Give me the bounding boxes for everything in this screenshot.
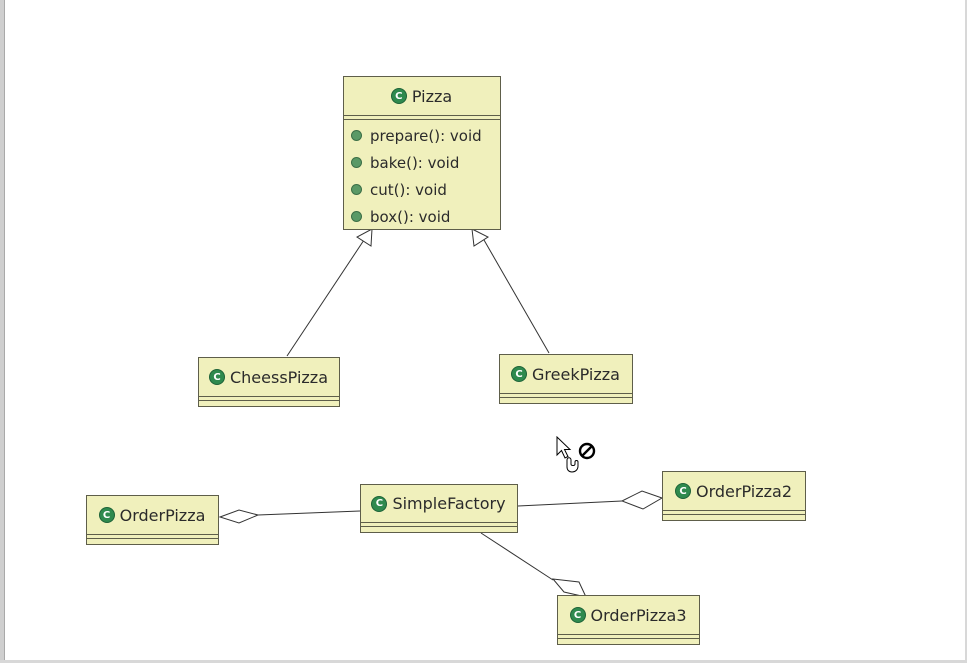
class-greekpizza-name: GreekPizza: [532, 364, 620, 384]
method-row[interactable]: bake(): void: [352, 149, 500, 176]
class-simplefactory[interactable]: C SimpleFactory: [360, 484, 518, 533]
class-orderpizza3[interactable]: C OrderPizza3: [557, 595, 700, 645]
class-simplefactory-name: SimpleFactory: [392, 494, 506, 513]
class-c-icon: C: [99, 508, 114, 522]
public-method-dot-icon: [352, 185, 361, 194]
class-orderpizza2-name: OrderPizza2: [696, 481, 792, 501]
class-greekpizza-separator: [500, 397, 632, 398]
aggregation-orderpizza2-diamond: [620, 490, 664, 510]
class-c-icon: C: [512, 367, 527, 381]
aggregation-orderpizza-line[interactable]: [257, 510, 361, 516]
class-cheesspizza[interactable]: C CheessPizza: [198, 357, 340, 407]
mouse-cursor: [555, 435, 601, 484]
method-signature: prepare(): void: [370, 126, 482, 145]
canvas-bottom-border: [0, 660, 967, 663]
class-orderpizza-name: OrderPizza: [119, 505, 206, 525]
class-simplefactory-separator: [361, 526, 517, 527]
class-c-icon: C: [391, 89, 406, 103]
method-row[interactable]: box(): void: [352, 203, 500, 230]
class-pizza-separator: [344, 115, 500, 116]
grab-hand-icon: [566, 457, 579, 473]
aggregation-orderpizza2-line[interactable]: [517, 500, 623, 507]
method-signature: box(): void: [370, 207, 451, 226]
method-row[interactable]: cut(): void: [352, 176, 500, 203]
class-c-icon: C: [209, 370, 224, 384]
class-orderpizza2-separator: [663, 514, 805, 515]
class-orderpizza[interactable]: C OrderPizza: [86, 495, 219, 545]
class-orderpizza3-separator: [558, 638, 699, 639]
generalization-cheesspizza-line[interactable]: [286, 239, 365, 357]
class-pizza[interactable]: C Pizza prepare(): void bake(): void cut…: [343, 76, 501, 230]
class-orderpizza2[interactable]: C OrderPizza2: [662, 471, 806, 521]
method-signature: bake(): void: [370, 153, 460, 172]
no-drop-icon: [578, 442, 596, 460]
method-row[interactable]: prepare(): void: [352, 122, 500, 149]
class-greekpizza[interactable]: C GreekPizza: [499, 354, 633, 404]
aggregation-orderpizza-diamond: [218, 509, 260, 524]
class-c-icon: C: [570, 608, 585, 622]
class-orderpizza3-name: OrderPizza3: [590, 605, 687, 625]
aggregation-orderpizza3-diamond: [551, 578, 587, 598]
class-orderpizza-header: C OrderPizza: [87, 496, 218, 534]
class-simplefactory-separator: [361, 522, 517, 523]
generalization-greekpizza-arrowhead: [471, 228, 490, 247]
public-method-dot-icon: [352, 212, 361, 221]
class-simplefactory-header: C SimpleFactory: [361, 485, 517, 522]
canvas-left-border: [0, 0, 5, 663]
class-pizza-header: C Pizza: [344, 77, 500, 115]
method-signature: cut(): void: [370, 180, 447, 199]
class-orderpizza3-separator: [558, 634, 699, 635]
class-orderpizza-separator: [87, 534, 218, 535]
class-cheesspizza-separator: [199, 400, 339, 401]
class-orderpizza-separator: [87, 538, 218, 539]
class-cheesspizza-header: C CheessPizza: [199, 358, 339, 396]
class-orderpizza2-separator: [663, 510, 805, 511]
class-cheesspizza-name: CheessPizza: [229, 367, 328, 387]
class-c-icon: C: [676, 484, 690, 498]
class-greekpizza-header: C GreekPizza: [500, 355, 632, 393]
class-orderpizza2-header: C OrderPizza2: [663, 472, 805, 510]
class-greekpizza-separator: [500, 393, 632, 394]
public-method-dot-icon: [352, 158, 361, 167]
class-pizza-methods: prepare(): void bake(): void cut(): void…: [344, 120, 500, 232]
generalization-cheesspizza-arrowhead: [356, 228, 373, 247]
canvas-right-border: [965, 0, 967, 663]
class-c-icon: C: [372, 496, 387, 511]
class-cheesspizza-separator: [199, 396, 339, 397]
generalization-greekpizza-line[interactable]: [483, 239, 550, 354]
arrow-cursor-icon: [556, 435, 596, 473]
public-method-dot-icon: [352, 131, 361, 140]
class-orderpizza3-header: C OrderPizza3: [558, 596, 699, 634]
class-pizza-name: Pizza: [411, 86, 453, 106]
aggregation-orderpizza3-line[interactable]: [480, 532, 554, 581]
class-pizza-separator: [344, 119, 500, 120]
